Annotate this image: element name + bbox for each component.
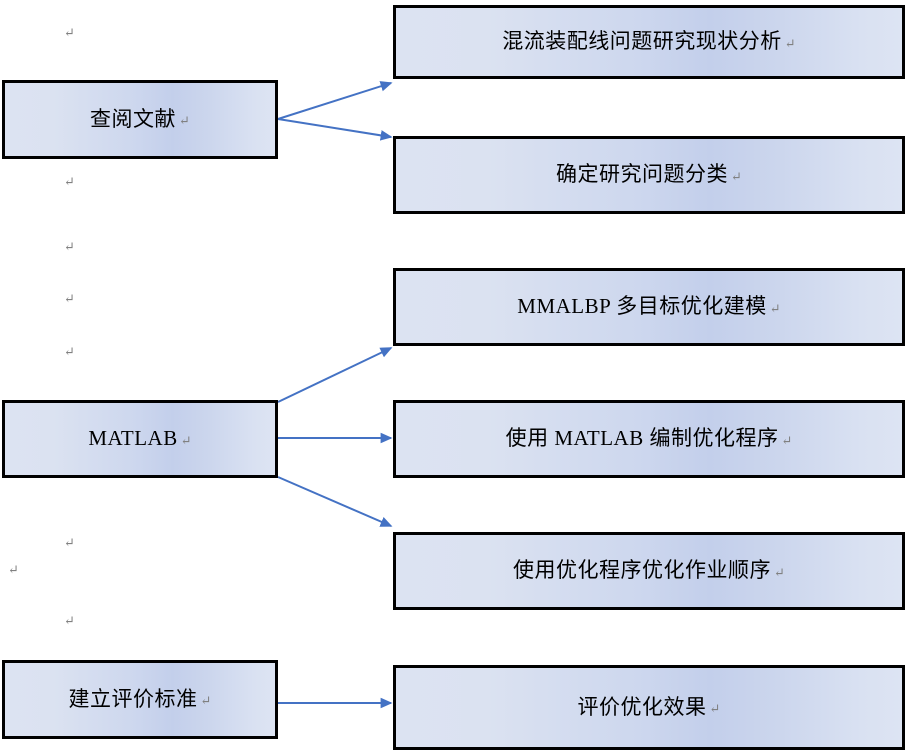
paragraph-mark-icon: ↵ (64, 613, 75, 628)
flow-node-label: 混流装配线问题研究现状分析 (502, 29, 782, 54)
flow-node-label: 确定研究问题分类 (556, 162, 729, 187)
paragraph-mark-icon: ↵ (64, 239, 75, 254)
flow-node-hunliu-xianzhuang[interactable]: 混流装配线问题研究现状分析↵ (393, 5, 905, 79)
flow-node-queding-fenlei[interactable]: 确定研究问题分类↵ (393, 136, 905, 214)
flow-node-label: MMALBP 多目标优化建模 (517, 294, 767, 319)
flow-node-jianli-biaozhun[interactable]: 建立评价标准↵ (2, 660, 278, 739)
edge-chayue-to-hunliu (277, 81, 393, 120)
flow-node-label: 评价优化效果 (577, 694, 707, 719)
paragraph-mark-icon: ↵ (731, 168, 742, 184)
paragraph-mark-icon: ↵ (180, 432, 192, 448)
flow-node-mmalbp-jianmo[interactable]: MMALBP 多目标优化建模↵ (393, 268, 905, 346)
paragraph-mark-icon: ↵ (709, 701, 721, 717)
flow-node-matlab[interactable]: MATLAB↵ (2, 400, 278, 478)
edge-matlab-to-shunxu (277, 476, 393, 527)
paragraph-mark-icon: ↵ (64, 291, 75, 306)
flow-node-pingjia-xiaoguo[interactable]: 评价优化效果↵ (393, 665, 905, 750)
edge-chayue-to-queding (277, 118, 393, 141)
paragraph-mark-icon: ↵ (64, 344, 75, 359)
paragraph-mark-icon: ↵ (8, 562, 19, 577)
flow-node-matlab-chengxu[interactable]: 使用 MATLAB 编制优化程序↵ (393, 400, 905, 478)
paragraph-mark-icon: ↵ (179, 113, 190, 129)
flow-node-label: 查阅文献 (90, 106, 177, 131)
paragraph-mark-icon: ↵ (64, 174, 75, 189)
paragraph-mark-icon: ↵ (781, 432, 793, 448)
flow-node-label: 使用 MATLAB 编制优化程序 (505, 426, 779, 451)
edge-matlab-to-mmalbp (277, 347, 393, 403)
paragraph-mark-icon: ↵ (64, 25, 75, 40)
paragraph-mark-icon: ↵ (769, 300, 781, 316)
paragraph-mark-icon: ↵ (784, 35, 796, 51)
paragraph-mark-icon: ↵ (774, 564, 785, 580)
flow-node-label: MATLAB (88, 426, 178, 451)
flow-node-label: 建立评价标准 (68, 686, 198, 711)
flow-node-chayue-wenxian[interactable]: 查阅文献↵ (2, 80, 278, 159)
paragraph-mark-icon: ↵ (200, 693, 212, 709)
paragraph-mark-icon: ↵ (64, 535, 75, 550)
connector-group (277, 81, 393, 709)
flow-node-label: 使用优化程序优化作业顺序 (513, 558, 772, 583)
flow-node-zuoye-shunxu[interactable]: 使用优化程序优化作业顺序↵ (393, 532, 905, 610)
